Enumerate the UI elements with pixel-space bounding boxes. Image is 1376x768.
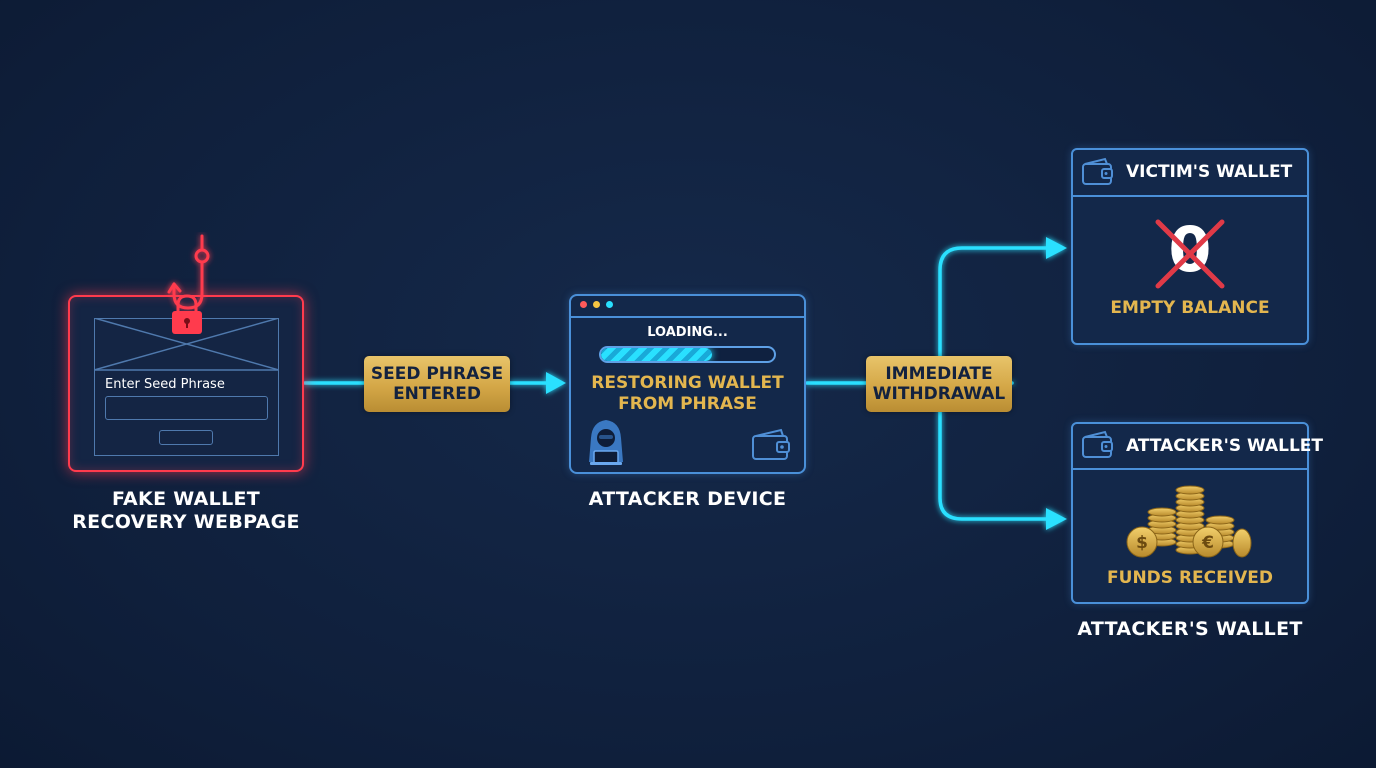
arrowhead-device bbox=[546, 372, 566, 394]
loading-text: LOADING... bbox=[647, 325, 728, 340]
attacker-wallet-title: ATTACKER'S WALLET bbox=[1126, 436, 1323, 456]
restoring-status: RESTORING WALLET FROM PHRASE bbox=[569, 373, 806, 415]
hacker-icon bbox=[589, 420, 623, 465]
restore-progress-bar bbox=[599, 346, 776, 363]
victim-wallet-title: VICTIM'S WALLET bbox=[1126, 162, 1293, 182]
withdrawal-badge-line2: WITHDRAWAL bbox=[872, 384, 1006, 404]
attacker-wallet-caption: ATTACKER'S WALLET bbox=[1077, 618, 1303, 640]
attacker-wallet-icon bbox=[1082, 430, 1113, 458]
withdrawal-badge: IMMEDIATE WITHDRAWAL bbox=[866, 356, 1012, 412]
placeholder-cross bbox=[93, 317, 279, 371]
restoring-line1: RESTORING WALLET bbox=[591, 373, 784, 393]
wallet-icon bbox=[752, 428, 790, 460]
dollar-coin-symbol: $ bbox=[1136, 533, 1148, 553]
seed-phrase-label: Enter Seed Phrase bbox=[105, 377, 225, 392]
cross-out-icon bbox=[1155, 219, 1225, 289]
arrowhead-victim bbox=[1046, 237, 1067, 259]
padlock-icon bbox=[172, 294, 202, 334]
restore-progress-fill bbox=[601, 348, 712, 361]
victim-status: EMPTY BALANCE bbox=[1110, 298, 1270, 318]
victim-panel-divider bbox=[1073, 195, 1307, 197]
seed-badge-line2: ENTERED bbox=[393, 384, 481, 404]
attacker-device-caption: ATTACKER DEVICE bbox=[588, 488, 787, 510]
restoring-line2: FROM PHRASE bbox=[618, 394, 757, 414]
euro-coin-symbol: € bbox=[1201, 533, 1214, 553]
coin-stack-icon: $ € bbox=[1126, 485, 1252, 558]
victim-wallet-icon bbox=[1082, 157, 1113, 185]
fake-submit-button[interactable] bbox=[159, 430, 213, 445]
seed-badge-line1: SEED PHRASE bbox=[370, 364, 504, 384]
seed-phrase-input[interactable] bbox=[105, 396, 268, 420]
arrowhead-attacker bbox=[1046, 508, 1067, 530]
phishing-hook-icon bbox=[167, 234, 210, 334]
fake-page-caption-line1: FAKE WALLET bbox=[111, 488, 261, 510]
window-close-dot bbox=[580, 301, 587, 308]
connector-to-victim bbox=[938, 246, 1050, 385]
victim-balance-zero: 0 bbox=[1168, 213, 1212, 286]
window-maximize-dot bbox=[606, 301, 613, 308]
attacker-status: FUNDS RECEIVED bbox=[1107, 568, 1273, 588]
device-titlebar-divider bbox=[571, 316, 804, 318]
window-minimize-dot bbox=[593, 301, 600, 308]
connector-to-attacker bbox=[938, 381, 1050, 521]
fake-page-caption-line2: RECOVERY WEBPAGE bbox=[72, 511, 300, 533]
seed-entered-badge: SEED PHRASE ENTERED bbox=[364, 356, 510, 412]
fake-page-caption: FAKE WALLET RECOVERY WEBPAGE bbox=[60, 488, 312, 534]
attacker-panel-divider bbox=[1073, 468, 1307, 470]
withdrawal-badge-line1: IMMEDIATE bbox=[885, 364, 993, 384]
